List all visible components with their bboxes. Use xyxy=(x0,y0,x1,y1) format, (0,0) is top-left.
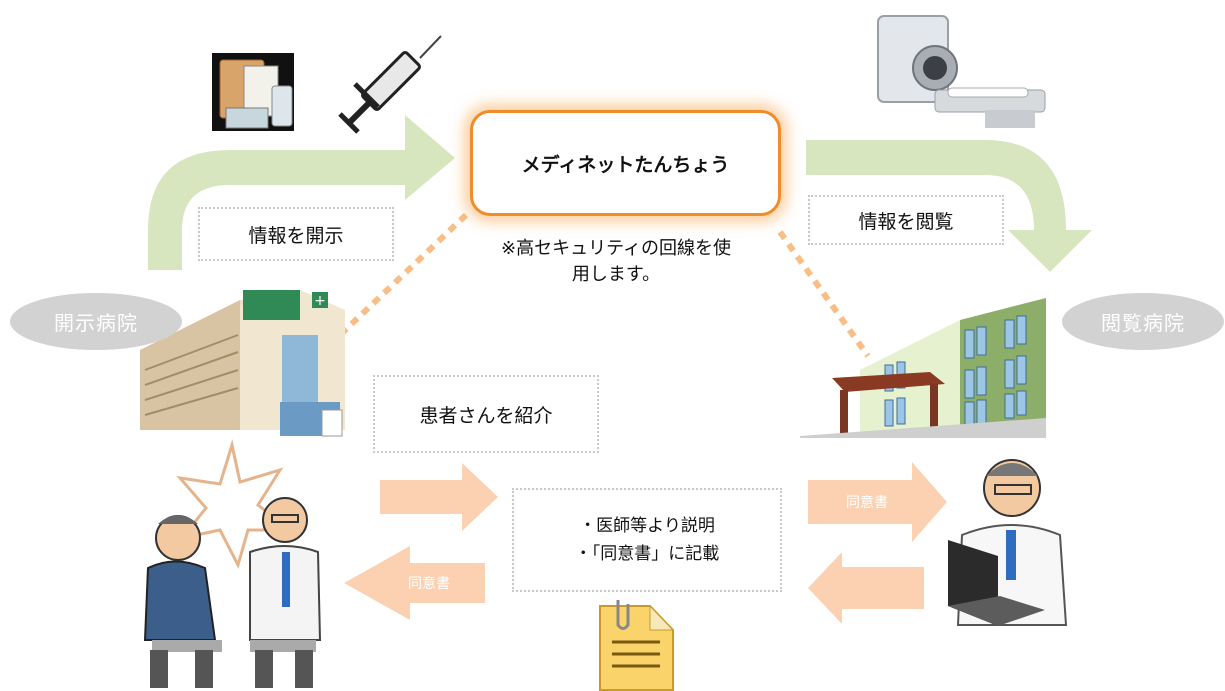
consent-arrow-to-doctor xyxy=(808,462,947,542)
security-note-line1: ※高セキュリティの回線を使 xyxy=(500,238,731,259)
disclose-flow-arrow xyxy=(148,115,455,270)
service-title: メディネットたんちょう xyxy=(521,153,730,176)
disclosing-hospital-pill: 開示病院 xyxy=(10,293,182,350)
referral-text: 患者さんを紹介 xyxy=(419,404,553,427)
consent-step-fill: ・「同意書」に記載 xyxy=(574,544,720,564)
svg-text:+: + xyxy=(314,293,326,309)
security-note-line2: 用します。 xyxy=(571,264,661,285)
disclose-info-label: 情報を開示 xyxy=(198,207,394,261)
doctor-laptop-icon xyxy=(948,459,1068,626)
disclose-info-text: 情報を開示 xyxy=(248,224,344,247)
medicine-icon xyxy=(212,53,294,131)
viewing-hospital-text: 閲覧病院 xyxy=(1101,311,1185,335)
consent-arrow-left-label: 同意書 xyxy=(408,576,450,592)
referral-arrow-right xyxy=(380,463,498,531)
view-info-label: 情報を閲覧 xyxy=(808,195,1004,245)
referral-label: 患者さんを紹介 xyxy=(373,375,599,453)
patient-doctor-consultation-icon xyxy=(143,439,322,688)
consent-step-explain: ・医師等より説明 xyxy=(579,516,715,536)
right-connector-line xyxy=(777,230,871,358)
consent-arrow-right-label: 同意書 xyxy=(846,495,888,511)
syringe-icon xyxy=(338,35,442,134)
view-info-text: 情報を閲覧 xyxy=(858,210,954,233)
consent-steps-box: ・医師等より説明 ・「同意書」に記載 xyxy=(512,488,782,592)
consent-arrow-back xyxy=(808,552,924,624)
medinet-service-box: メディネットたんちょう xyxy=(470,110,781,216)
hospital-building-icon: + xyxy=(140,290,345,437)
document-icon xyxy=(599,600,675,691)
viewing-hospital-pill: 閲覧病院 xyxy=(1062,293,1224,350)
disclosing-hospital-text: 開示病院 xyxy=(54,311,138,335)
ct-scanner-icon xyxy=(877,15,1046,128)
security-note: ※高セキュリティの回線を使 用します。 xyxy=(466,236,766,288)
clinic-building-icon xyxy=(800,298,1046,438)
consent-arrow-left xyxy=(344,546,485,620)
view-flow-arrow xyxy=(806,140,1092,272)
